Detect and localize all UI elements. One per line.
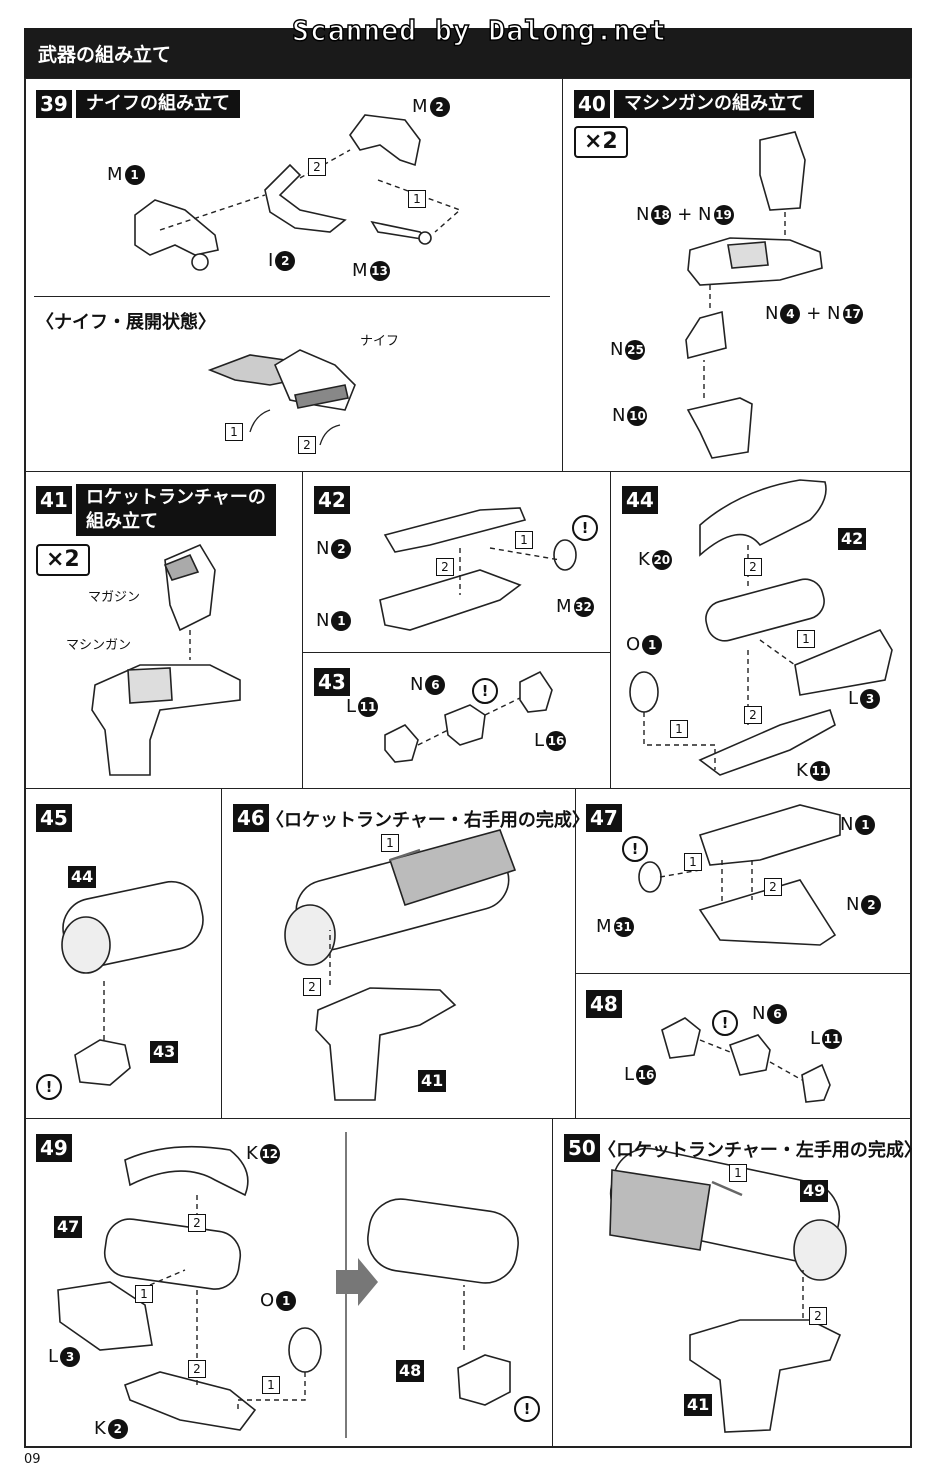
step-42-number: 42 [314,486,350,514]
caution-icon: ! [572,515,598,541]
caution-icon: ! [712,1010,738,1036]
ref-assembly-42: 42 [838,528,867,550]
step-40-number: 40 [574,90,610,118]
seq-marker-2: 2 [764,878,782,896]
step-50-title: 〈ロケットランチャー・左手用の完成〉 [598,1140,922,1161]
step-39-panel [24,78,563,472]
multiplier-badge: ×2 [36,544,90,576]
caution-icon: ! [472,678,498,704]
seq-marker-1: 1 [408,190,426,208]
seq-marker-2: 2 [188,1360,206,1378]
seq-marker-2: 2 [809,1307,827,1325]
step-43-number: 43 [314,668,350,696]
step-41-number: 41 [36,486,72,514]
step-40-title: マシンガンの組み立て [614,90,814,118]
seq-marker-1: 1 [729,1164,747,1182]
step-48-number: 48 [586,990,622,1018]
step-39-divider [34,296,550,297]
seq-marker-2: 2 [303,978,321,996]
ref-assembly-43: 43 [150,1041,179,1063]
seq-marker-1: 1 [135,1285,153,1303]
caution-icon: ! [36,1074,62,1100]
step-49-panel [24,1118,553,1448]
seq-marker-2: 2 [744,558,762,576]
ref-assembly-41: 41 [418,1070,447,1092]
step-47-number: 47 [586,804,622,832]
step-39-subtitle: 〈ナイフ・展開状態〉 [36,312,216,333]
step-45-panel [24,788,222,1119]
seq-marker-1: 1 [515,531,533,549]
step-48-panel [575,973,912,1119]
step-46-number: 46 [233,804,269,832]
step-50-panel [552,1118,912,1448]
seq-marker-2: 2 [188,1214,206,1232]
step-46-title: 〈ロケットランチャー・右手用の完成〉 [266,810,590,831]
magazine-callout: マガジン [88,590,141,605]
caution-icon: ! [622,836,648,862]
ref-assembly-41: 41 [684,1394,713,1416]
step-39-title: ナイフの組み立て [76,90,240,118]
step-49-number: 49 [36,1134,72,1162]
caution-icon: ! [514,1396,540,1422]
step-45-number: 45 [36,804,72,832]
seq-marker-1: 1 [684,853,702,871]
seq-marker-2: 2 [308,158,326,176]
seq-marker-2: 2 [436,558,454,576]
ref-assembly-49: 49 [800,1180,829,1202]
page-header-title: 武器の組み立て [38,44,172,66]
seq-marker-1: 1 [262,1376,280,1394]
step-44-number: 44 [622,486,658,514]
multiplier-badge: ×2 [574,126,628,158]
machinegun-callout: マシンガン [66,638,132,653]
seq-marker-1: 1 [225,423,243,441]
seq-marker-2: 2 [744,706,762,724]
ref-assembly-48: 48 [396,1360,425,1382]
page-number: 09 [24,1452,41,1467]
knife-callout: ナイフ [360,334,400,349]
ref-assembly-47: 47 [54,1216,83,1238]
ref-assembly-44: 44 [68,866,97,888]
step-41-title: ロケットランチャーの組み立て [76,484,276,536]
page-header: 武器の組み立て [24,28,912,78]
scanner-watermark: Scanned by Dalong.net [291,13,668,47]
seq-marker-2: 2 [298,436,316,454]
step-39-number: 39 [36,90,72,118]
seq-marker-1: 1 [381,834,399,852]
seq-marker-1: 1 [670,720,688,738]
step-44-panel [610,471,912,789]
step-50-number: 50 [564,1134,600,1162]
seq-marker-1: 1 [797,630,815,648]
